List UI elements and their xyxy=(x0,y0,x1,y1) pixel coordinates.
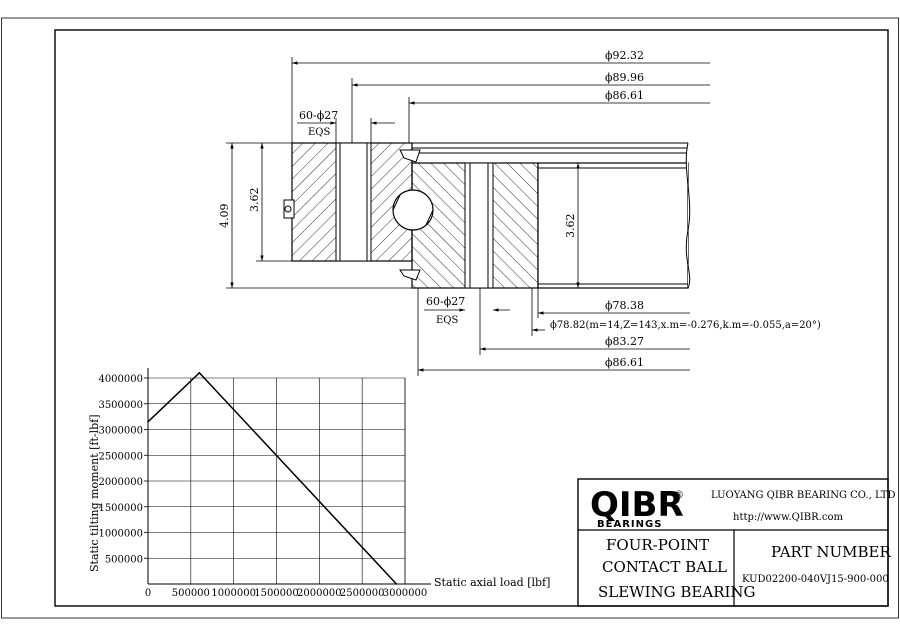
chart-x-tick-label: 3000000 xyxy=(383,588,428,599)
bottom-dimension-lines xyxy=(417,288,690,376)
seal-bottom xyxy=(399,269,421,281)
logo-subtext: BEARINGS xyxy=(597,519,662,530)
company-name: LUOYANG QIBR BEARING CO., LTD xyxy=(711,490,895,501)
seal-top xyxy=(399,149,421,163)
dim-bottom-1: ϕ78.38 xyxy=(605,299,644,312)
outer-hole-count: 60-ϕ27 xyxy=(299,109,338,122)
company-logo: QIBR ® BEARINGS xyxy=(590,485,684,530)
company-website: http://www.QIBR.com xyxy=(733,512,843,523)
dim-top-2: ϕ89.96 xyxy=(605,71,644,84)
height-ring: 3.62 xyxy=(248,188,261,213)
bearing-cross-section xyxy=(283,142,691,289)
logo-registered: ® xyxy=(674,490,684,501)
outer-frame xyxy=(1,17,899,619)
chart-y-tick-label: 3500000 xyxy=(98,400,143,411)
chart-y-label: Static tilting moment [ft-lbf] xyxy=(88,414,101,572)
outer-ring-bolt-hole xyxy=(335,142,372,262)
chart-x-label: Static axial load [lbf] xyxy=(434,576,550,589)
inner-frame xyxy=(54,29,889,607)
height-inner: 3.62 xyxy=(564,214,577,239)
part-number: KUD02200-040VJ15-900-000 xyxy=(742,574,889,585)
chart-y-tick-label: 4000000 xyxy=(98,374,143,385)
chart-data-point xyxy=(147,420,149,423)
plug xyxy=(283,199,295,219)
dim-bottom-3: ϕ83.27 xyxy=(605,335,644,348)
chart-x-tick-label: 2500000 xyxy=(340,588,385,599)
dim-bottom-4: ϕ86.61 xyxy=(605,356,644,369)
top-dimension-lines xyxy=(226,57,710,289)
chart-x-tick-label: 1000000 xyxy=(211,588,256,599)
chart-x-tick-label: 1500000 xyxy=(254,588,299,599)
dim-bottom-2: ϕ78.82(m=14,Z=143,x.m=-0.276,k.m=-0.055,… xyxy=(550,320,821,331)
chart-x-tick-label: 0 xyxy=(145,588,151,599)
title-block xyxy=(577,478,889,607)
chart-y-tick-label: 3000000 xyxy=(98,426,143,437)
product-line-2: CONTACT BALL xyxy=(602,558,727,576)
chart-y-tick-label: 2000000 xyxy=(98,477,143,488)
chart-data-point xyxy=(395,583,398,585)
logo-text: QIBR xyxy=(590,485,684,525)
dim-top-3: ϕ86.61 xyxy=(605,89,644,102)
height-outer: 4.09 xyxy=(218,204,231,229)
inner-hole-count: 60-ϕ27 xyxy=(426,295,465,308)
part-number-label: PART NUMBER xyxy=(771,543,891,561)
chart-data-point xyxy=(198,372,201,374)
inner-ring-bolt-hole xyxy=(464,162,494,289)
inner-hole-spacing: EQS xyxy=(436,315,458,326)
gear-teeth-region xyxy=(537,162,689,289)
outer-hole-spacing: EQS xyxy=(308,127,330,138)
chart-y-tick-label: 500000 xyxy=(105,554,143,565)
chart-x-tick-label: 2000000 xyxy=(297,588,342,599)
chart-y-tick-label: 2500000 xyxy=(98,451,143,462)
product-line-3: SLEWING BEARING xyxy=(598,583,756,601)
chart-grid xyxy=(148,377,406,584)
dim-top-1: ϕ92.32 xyxy=(605,49,644,62)
chart-series-line xyxy=(147,371,397,585)
chart-series xyxy=(147,371,398,585)
chart-x-tick-label: 500000 xyxy=(172,588,210,599)
chart-y-tick-label: 1500000 xyxy=(98,503,143,514)
chart-y-tick-label: 1000000 xyxy=(98,529,143,540)
chart-y-ticks: 500000 1000000 1500000 2000000 2500000 300000… xyxy=(98,374,148,565)
product-line-1: FOUR-POINT xyxy=(606,536,709,554)
chart-axes xyxy=(147,368,431,585)
